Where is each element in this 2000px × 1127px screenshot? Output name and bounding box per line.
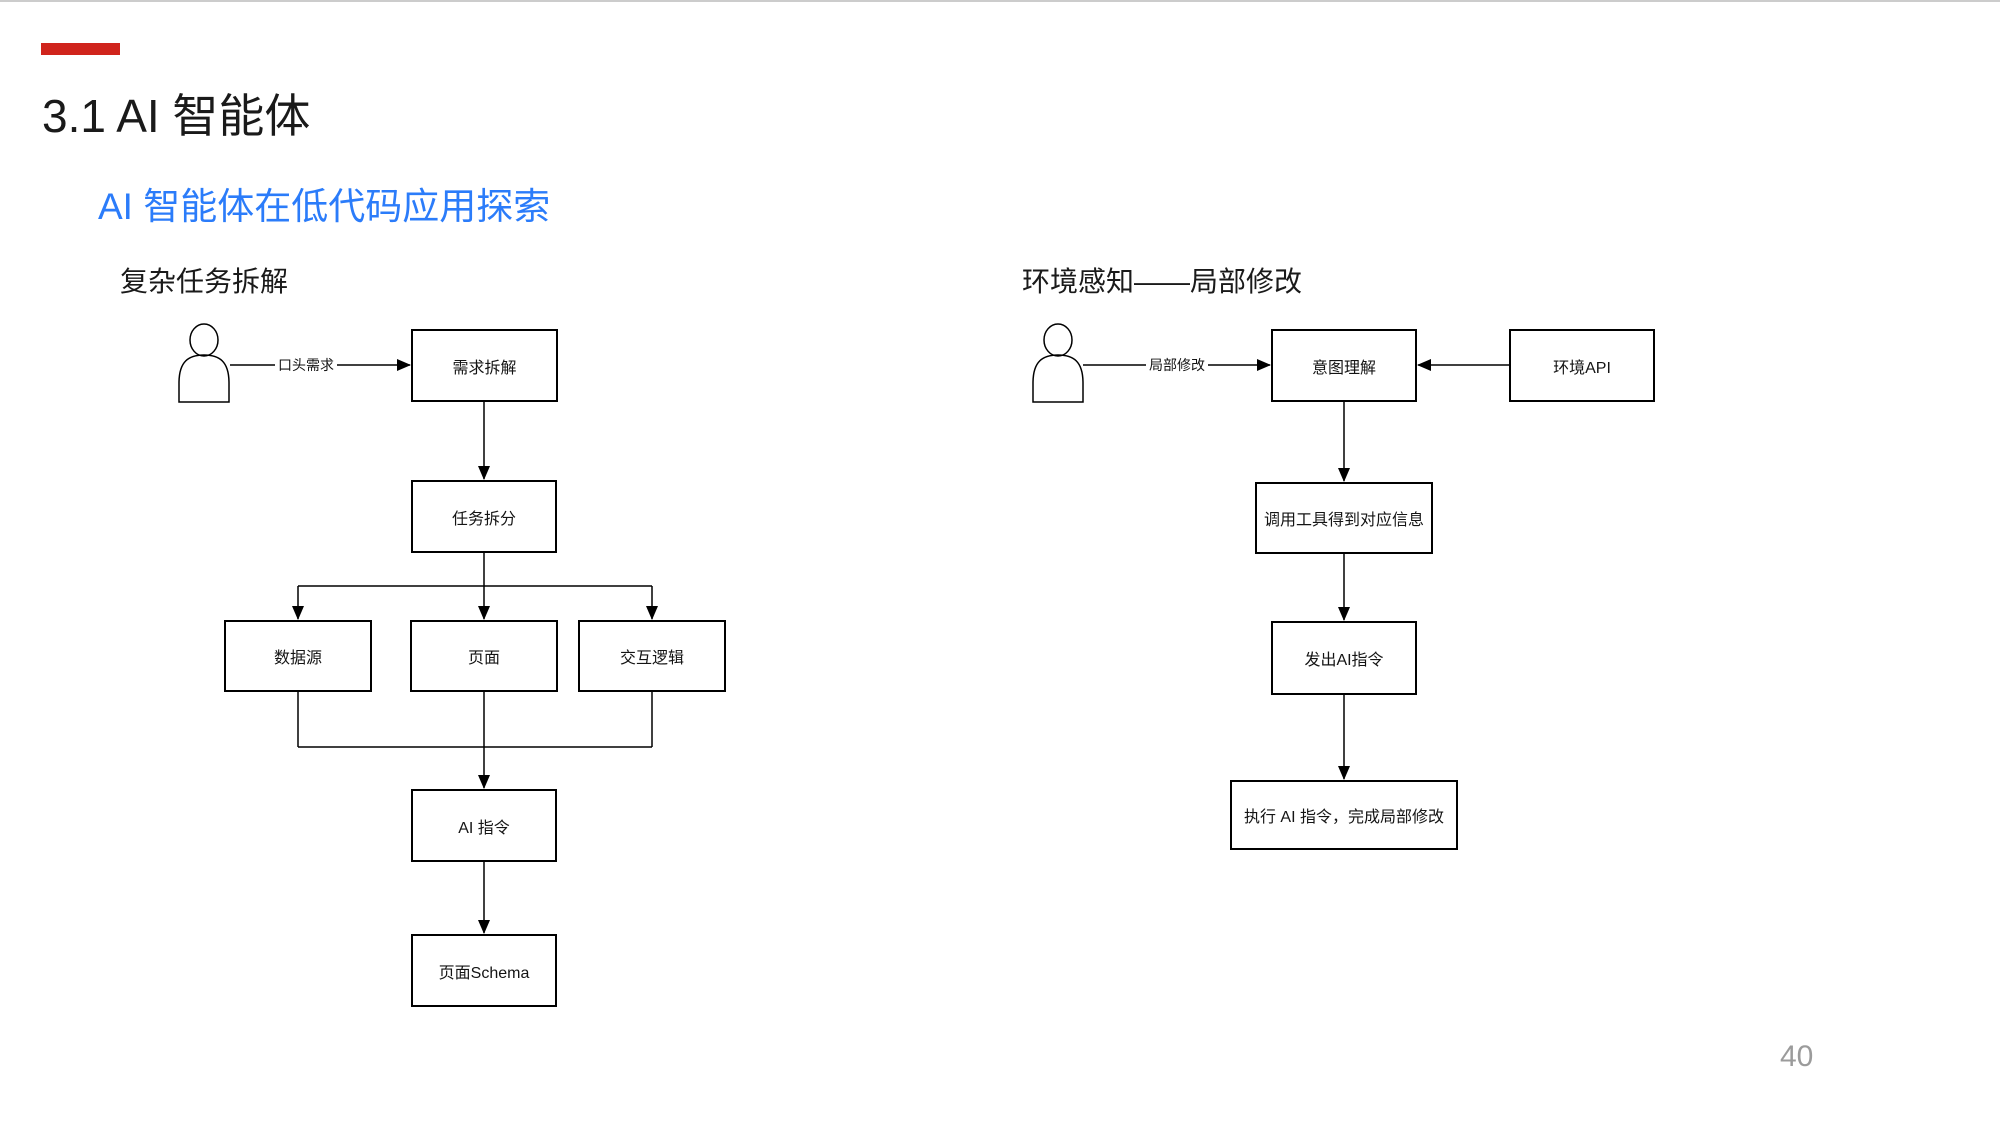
node-interaction-logic: 交互逻辑 [578, 620, 726, 692]
node-intent-understanding: 意图理解 [1271, 329, 1417, 402]
node-env-api: 环境API [1509, 329, 1655, 402]
node-send-ai-command: 发出AI指令 [1271, 621, 1417, 695]
node-execute-ai-command: 执行 AI 指令，完成局部修改 [1230, 780, 1458, 850]
node-page: 页面 [410, 620, 558, 692]
node-requirement-breakdown: 需求拆解 [411, 329, 558, 402]
slide-subtitle: AI 智能体在低代码应用探索 [98, 186, 551, 227]
right-diagram-title: 环境感知——局部修改 [1022, 266, 1303, 297]
node-ai-command: AI 指令 [411, 789, 557, 862]
edge-label-local-modification: 局部修改 [1146, 355, 1208, 375]
top-border-line [0, 0, 2000, 2]
person-icon [1032, 323, 1084, 403]
accent-bar [41, 43, 120, 55]
node-data-source: 数据源 [224, 620, 372, 692]
person-icon [178, 323, 230, 403]
node-task-split: 任务拆分 [411, 480, 557, 553]
page-number: 40 [1780, 1040, 1814, 1073]
node-page-schema: 页面Schema [411, 934, 557, 1007]
edge-label-verbal-requirement: 口头需求 [275, 355, 337, 375]
left-diagram-title: 复杂任务拆解 [120, 266, 289, 297]
left-diagram-connectors [230, 359, 658, 934]
node-tool-info: 调用工具得到对应信息 [1255, 482, 1433, 554]
slide-title: 3.1 AI 智能体 [42, 90, 311, 142]
right-diagram-connectors [1083, 359, 1509, 780]
